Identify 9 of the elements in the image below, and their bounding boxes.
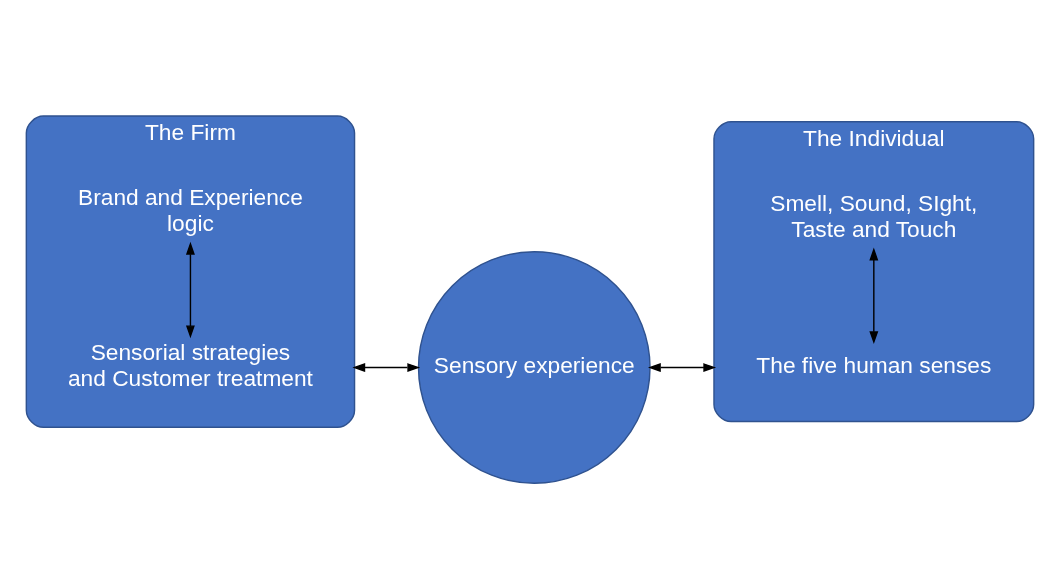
node-text: Brand and Experience logic (78, 183, 303, 236)
arrow (352, 362, 421, 372)
node-text: Sensorial strategies and Customer treatment (67, 338, 313, 391)
node-text: The five human senses (756, 351, 992, 378)
node-circle: Sensory experience (417, 250, 651, 484)
arrow (185, 241, 195, 338)
arrow (869, 247, 879, 344)
node-text: Smell, Sound, SIght, Taste and Touch (770, 189, 978, 242)
arrow (648, 362, 717, 372)
